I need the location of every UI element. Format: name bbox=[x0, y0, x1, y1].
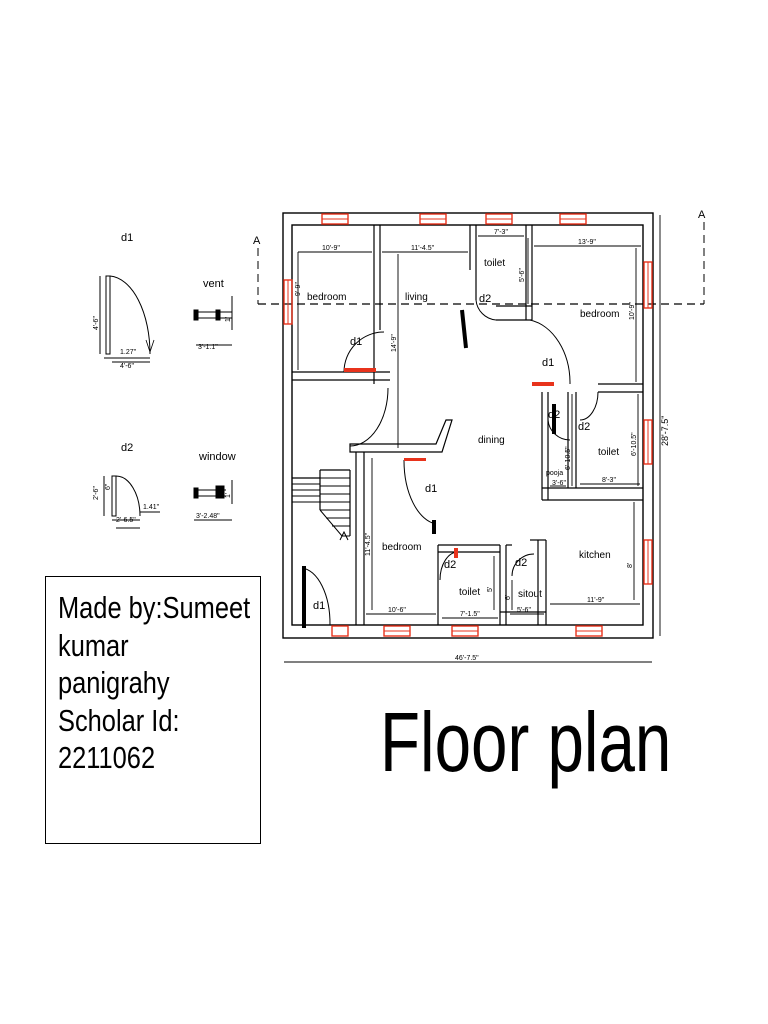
room-toilet-s: toilet bbox=[459, 587, 480, 598]
dim-toilet-s-height: 5' bbox=[487, 587, 494, 592]
room-kitchen: kitchen bbox=[579, 550, 611, 561]
legend-d1-height: 4'-6" bbox=[93, 316, 100, 330]
room-toilet-n: toilet bbox=[484, 258, 505, 269]
dim-top-living: 11'-4.5" bbox=[411, 245, 435, 252]
dim-sitout-height: 6' bbox=[505, 595, 512, 600]
legend-d1-label: d1 bbox=[121, 232, 133, 244]
legend-vent-label: vent bbox=[203, 278, 224, 290]
credit-line-3: panigrahy bbox=[58, 665, 170, 700]
legend-window-width: 3'-2.48" bbox=[196, 513, 220, 520]
dim-toilet-n-height: 5'-6" bbox=[519, 268, 526, 282]
door-tag-bedroom-ne: d1 bbox=[542, 357, 554, 369]
legend-d2-height: 2'-6" bbox=[93, 486, 100, 500]
living-post bbox=[460, 309, 468, 349]
legend-vent bbox=[193, 296, 233, 346]
room-bedroom-s: bedroom bbox=[382, 542, 421, 553]
legend-d2 bbox=[103, 475, 160, 529]
dim-bedroom-s-width: 10'-6" bbox=[388, 607, 406, 614]
door-tag-living: d1 bbox=[350, 336, 362, 348]
dim-top-bedroom-ne: 13'-9" bbox=[578, 239, 596, 246]
dim-overall-width: 46'-7.5" bbox=[455, 655, 479, 662]
legend-window-label: window bbox=[198, 451, 236, 463]
dim-toilet-s-width: 7'-1.5" bbox=[460, 611, 480, 618]
legend-d1-width-a: 1.27" bbox=[120, 349, 137, 356]
dim-sitout-width: 5'-6" bbox=[517, 607, 531, 614]
credits-box: Made by:Sumeet kumar panigrahy Scholar I… bbox=[45, 576, 261, 844]
legend-window-height: 1' bbox=[225, 493, 232, 498]
room-dining: dining bbox=[478, 435, 505, 446]
dim-bedroom-nw-height: 9'-9" bbox=[295, 282, 302, 296]
dim-overall-height: 28'-7.5" bbox=[660, 416, 670, 446]
legend-d1 bbox=[99, 275, 155, 363]
dim-top-toilet: 7'-3" bbox=[494, 229, 508, 236]
room-toilet-e: toilet bbox=[598, 447, 619, 458]
credit-line-5: 2211062 bbox=[58, 740, 156, 775]
dim-top-bedroom: 10'-9" bbox=[322, 245, 340, 252]
dining-partition bbox=[349, 419, 453, 453]
legend-d2-width: 2'-6.5" bbox=[116, 517, 136, 524]
room-sitout: sitout bbox=[518, 589, 542, 600]
door-tag-toilet-e: d2 bbox=[578, 421, 590, 433]
door-tag-toilet-s: d2 bbox=[444, 559, 456, 571]
dim-kitchen-height: 8' bbox=[627, 563, 634, 568]
section-label-left: A bbox=[253, 235, 261, 247]
dim-bedroom-s-height: 11'-4.5" bbox=[365, 532, 372, 556]
legend-d1-width-b: 4'-6" bbox=[120, 363, 134, 370]
credit-line-1: Made by:Sumeet bbox=[58, 590, 251, 625]
legend-d2-label: d2 bbox=[121, 442, 133, 454]
door-tag-entry: d1 bbox=[313, 600, 325, 612]
door-tag-sitout: d2 bbox=[515, 557, 527, 569]
opening-sills bbox=[287, 218, 649, 632]
legend-vent-width: 3'-1.1" bbox=[198, 344, 218, 351]
dim-bedroom-ne-height: 10'-9" bbox=[629, 302, 636, 320]
legend-d2-door: 6" bbox=[105, 483, 112, 490]
openings bbox=[283, 213, 653, 637]
staircase bbox=[292, 477, 350, 541]
credit-line-2: kumar bbox=[58, 627, 129, 663]
door-swings bbox=[301, 299, 599, 626]
door-tag-toilet-n: d2 bbox=[479, 293, 491, 305]
room-living: living bbox=[405, 292, 428, 303]
dim-pooja-height: 6'-10.5" bbox=[565, 446, 572, 470]
interior-walls bbox=[292, 225, 643, 625]
legend-d2-jamb: 1.41" bbox=[143, 504, 160, 511]
outer-walls bbox=[282, 212, 654, 639]
door-tag-pooja: d2 bbox=[548, 409, 560, 421]
dim-living-height: 14'-9" bbox=[391, 334, 398, 352]
room-bedroom-ne: bedroom bbox=[580, 309, 619, 320]
room-bedroom-nw: bedroom bbox=[307, 292, 346, 303]
room-pooja: pooja bbox=[546, 470, 563, 477]
dim-pooja-width: 3'-6" bbox=[552, 480, 566, 487]
legend-window bbox=[193, 480, 233, 521]
dimension-lines bbox=[284, 215, 661, 663]
section-label-right: A bbox=[698, 209, 706, 221]
page-title: Floor plan bbox=[380, 695, 672, 789]
legend-vent-height: 1' bbox=[225, 317, 232, 322]
credit-line-4: Scholar Id: bbox=[58, 702, 180, 738]
door-tag-dining: d1 bbox=[425, 483, 437, 495]
door-leaves bbox=[302, 368, 556, 628]
dim-kitchen-width: 11'-9" bbox=[587, 597, 605, 604]
dim-toilet-e-width: 8'-3" bbox=[602, 477, 616, 484]
dim-toilet-e-height: 6'-10.5" bbox=[631, 432, 638, 456]
